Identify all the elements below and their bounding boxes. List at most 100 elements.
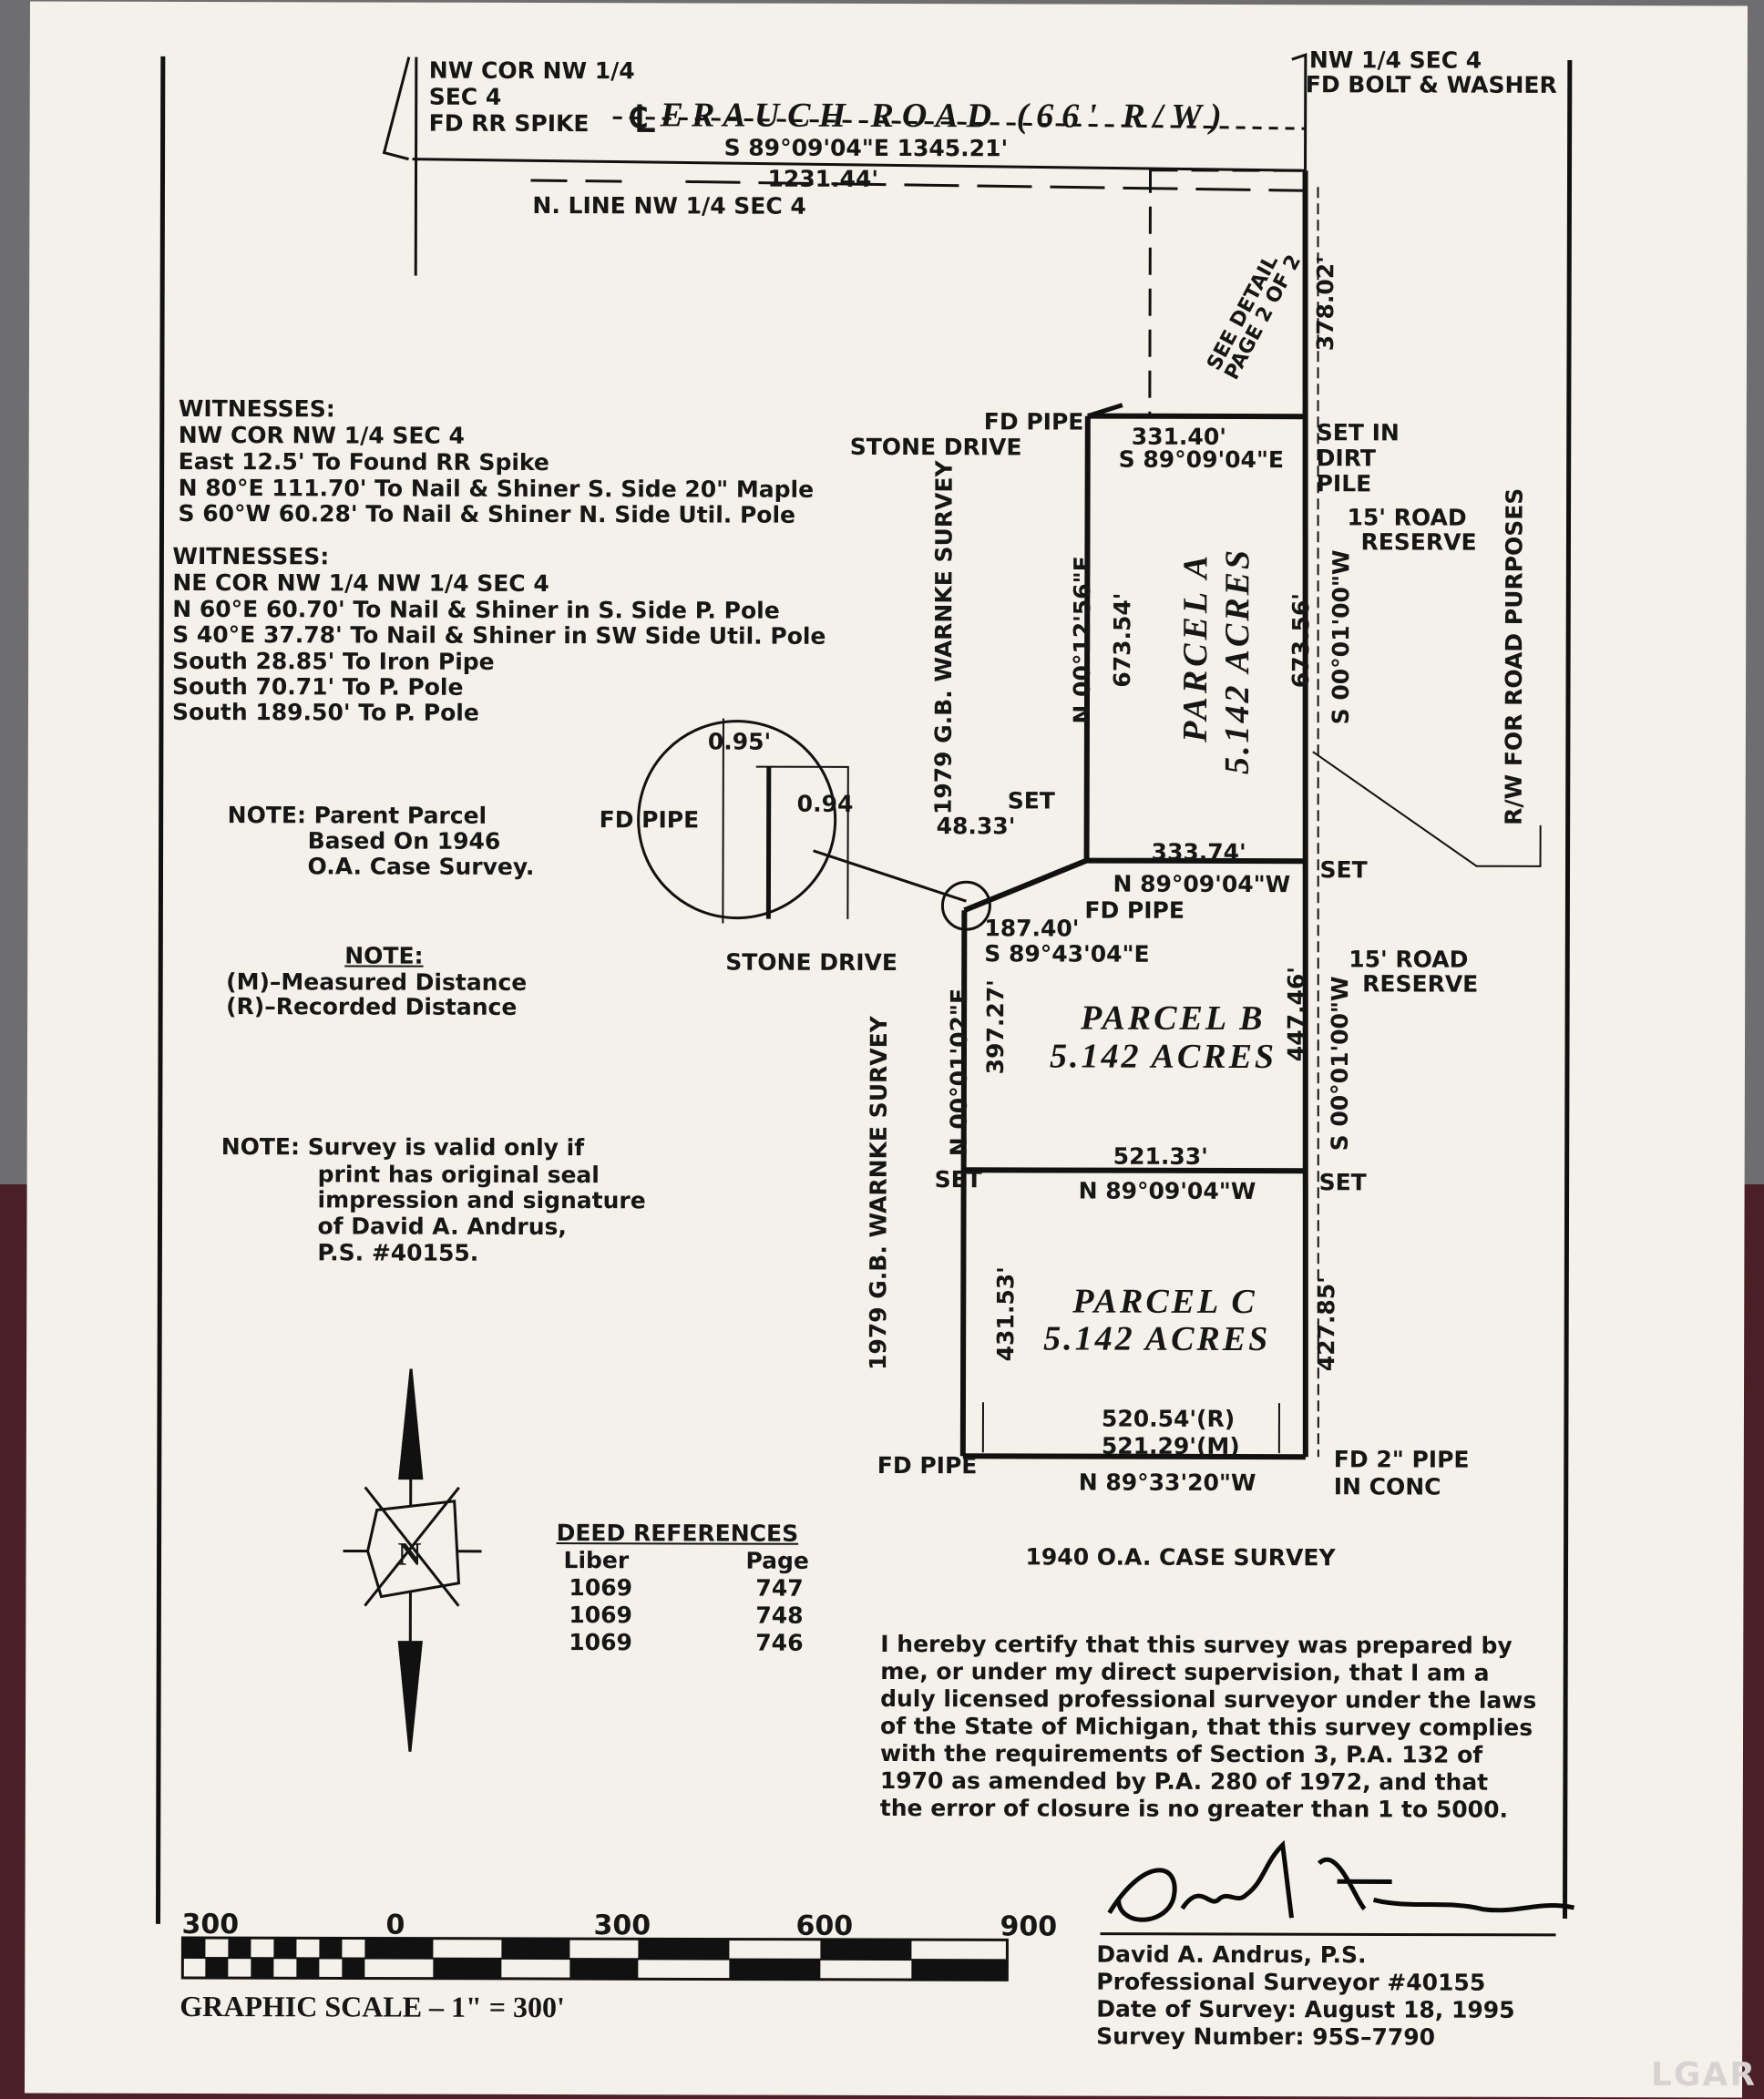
road-reserve-mid-2: RESERVE <box>1362 970 1479 998</box>
set-label-b-left: SET <box>934 1166 982 1193</box>
parcel-a-right-bearing: S 00°01'00"W <box>1327 549 1355 725</box>
parcel-b-left-bearing: N 00°01'02"E <box>945 988 973 1157</box>
scale-label: GRAPHIC SCALE – 1" = 300' <box>179 1989 565 2024</box>
parcel-b-left-dist: 397.27' <box>981 979 1010 1075</box>
parcel-a-top-bearing: S 89°09'04"E <box>1118 445 1285 474</box>
frame-left <box>155 56 166 1924</box>
detail-094: 0.94 <box>796 790 854 817</box>
road-name: ERAUCH ROAD (66' R/W) <box>660 96 1230 136</box>
witness2-line-5: South 28.85' To Iron Pipe <box>172 647 495 675</box>
nw-corner-line-2: SEC 4 <box>428 83 502 110</box>
parcel-a-bottom <box>1086 857 1306 865</box>
witness2-line-3: N 60°E 60.70' To Nail & Shiner in S. Sid… <box>172 595 780 624</box>
signature-scribble <box>1107 1839 1575 1922</box>
parcel-c-acres: 5.142 ACRES <box>1043 1319 1271 1359</box>
nw-corner-line-1: NW COR NW 1/4 <box>428 56 635 85</box>
cert-line-3: duly licensed professional surveyor unde… <box>880 1684 1537 1714</box>
parcel-b-bottom <box>963 1167 1305 1174</box>
parcel-c-bottom <box>962 1453 1306 1460</box>
witness2-line-2: NE COR NW 1/4 NW 1/4 SEC 4 <box>172 568 549 598</box>
detail-circle <box>637 720 837 920</box>
parcel-a-top-dist: 331.40' <box>1131 423 1226 450</box>
parcel-b-name: PARCEL B <box>1081 998 1266 1039</box>
north-arrow-icon <box>343 1368 482 1752</box>
note-parent-1: NOTE: Parent Parcel <box>227 802 487 829</box>
parcel-b-acres: 5.142 ACRES <box>1049 1037 1277 1077</box>
warnke-survey-top: 1979 G.B. WARNKE SURVEY <box>929 460 958 815</box>
parcel-a-bot-bearing: N 89°09'04"W <box>1113 870 1291 898</box>
deed-row-3-liber: 1069 <box>569 1629 632 1656</box>
deed-row-2-liber: 1069 <box>569 1602 633 1629</box>
parcel-a-acres: 5.142 ACRES <box>1217 547 1257 775</box>
watermark: LGAR <box>1650 2056 1757 2094</box>
east-boundary <box>1302 170 1308 1458</box>
witness1-line-2: NW COR NW 1/4 SEC 4 <box>178 421 465 449</box>
road-reserve-mid-1: 15' ROAD <box>1349 946 1469 973</box>
parcel-c-bot-m: 521.29'(M) <box>1101 1432 1240 1460</box>
witness2-line-6: South 70.71' To P. Pole <box>172 672 464 701</box>
parcel-a-west <box>1083 415 1091 861</box>
parcel-c-left-dist: 431.53' <box>992 1266 1020 1362</box>
set-in-dirt-2: DIRT <box>1316 445 1376 472</box>
deed-header-liber: Liber <box>563 1547 630 1574</box>
cert-line-7: the error of closure is no greater than … <box>879 1794 1509 1823</box>
parcel-a-left-dist: 673.54' <box>1109 592 1136 688</box>
surveyor-name: David A. Andrus, P.S. <box>1096 1940 1367 1969</box>
note-valid-5: P.S. #40155. <box>317 1239 479 1266</box>
west-boundary-bc <box>959 910 968 1457</box>
note-valid-1: NOTE: Survey is valid only if <box>220 1133 585 1162</box>
cert-line-6: 1970 as amended by P.A. 280 of 1972, and… <box>879 1766 1489 1796</box>
parcel-c-right-dist: 427.85' <box>1313 1276 1340 1372</box>
deed-row-1-page: 747 <box>755 1574 804 1602</box>
parcel-b-top-bearing: S 89°43'04"E <box>984 940 1150 968</box>
north-line <box>412 158 1306 172</box>
note-valid-2: print has original seal <box>317 1161 600 1189</box>
parcel-a-bot-dist: 333.74' <box>1151 838 1246 866</box>
dist-378: 378.02' <box>1312 256 1339 352</box>
section-line-left <box>414 56 418 276</box>
witness1-line-4: N 80°E 111.70' To Nail & Shiner S. Side … <box>178 474 815 503</box>
scale-checker <box>182 1937 1008 1981</box>
note-legend-title: NOTE: <box>344 942 424 969</box>
deed-title: DEED REFERENCES <box>556 1520 799 1547</box>
road-reserve-top-1: 15' ROAD <box>1347 504 1467 531</box>
frame-right <box>1563 59 1573 1919</box>
parcel-b-jog <box>963 857 1088 914</box>
fd-pipe-bottom: FD PIPE <box>877 1451 978 1480</box>
surveyor-license: Professional Surveyor #40155 <box>1096 1968 1486 1996</box>
cert-line-2: me, or under my direct supervision, that… <box>880 1657 1490 1686</box>
scale-tick-300: 300 <box>593 1910 651 1942</box>
warnke-survey-bottom: 1979 G.B. WARNKE SURVEY <box>865 1016 893 1371</box>
rw-road-purposes: R/W FOR ROAD PURPOSES <box>1500 487 1528 825</box>
parcel-b-bot-bearing: N 89°09'04"W <box>1078 1177 1256 1205</box>
detail-095: 0.95' <box>707 728 772 755</box>
parcel-b-right-bearing: S 00°01'00"W <box>1326 976 1354 1152</box>
case-survey-1940: 1940 O.A. CASE SURVEY <box>1025 1543 1336 1572</box>
corner-leader-nw <box>382 56 411 161</box>
parcel-c-bot-bearing: N 89°33'20"W <box>1078 1469 1256 1497</box>
set-in-dirt-1: SET IN <box>1316 419 1400 446</box>
scale-tick-300-left: 300 <box>181 1908 240 1941</box>
parcel-c-bot-r: 520.54'(R) <box>1101 1405 1236 1433</box>
witness2-line-7: South 189.50' To P. Pole <box>171 698 479 726</box>
note-legend-measured: (M)–Measured Distance <box>226 968 528 996</box>
survey-sheet: NW COR NW 1/4 SEC 4 FD RR SPIKE NW 1/4 S… <box>24 1 1749 2098</box>
deed-row-1-liber: 1069 <box>569 1574 633 1602</box>
deed-row-3-page: 746 <box>755 1629 804 1656</box>
set-label-a: SET <box>1007 787 1055 814</box>
set-label-a-right: SET <box>1319 856 1368 884</box>
cert-line-4: of the State of Michigan, that this surv… <box>880 1712 1533 1741</box>
detail-fd-pipe: FD PIPE <box>599 806 700 834</box>
note-valid-4: of David A. Andrus, <box>317 1213 567 1241</box>
nw-corner-line-3: FD RR SPIKE <box>428 109 590 138</box>
scale-tick-900: 900 <box>1000 1910 1058 1943</box>
parcel-a-left-bearing: N 00°12'56"E <box>1068 556 1096 724</box>
scale-tick-0: 0 <box>385 1909 405 1941</box>
witness2-line-4: S 40°E 37.78' To Nail & Shiner in SW Sid… <box>172 620 826 650</box>
cert-line-5: with the requirements of Section 3, P.A.… <box>879 1739 1483 1768</box>
parcel-a-right-dist: 673.56' <box>1287 593 1315 689</box>
parcel-a-jog: 48.33' <box>936 813 1016 840</box>
survey-linework <box>155 53 1575 1981</box>
signature-line <box>1100 1932 1556 1937</box>
note-legend-recorded: (R)–Recorded Distance <box>226 993 518 1020</box>
